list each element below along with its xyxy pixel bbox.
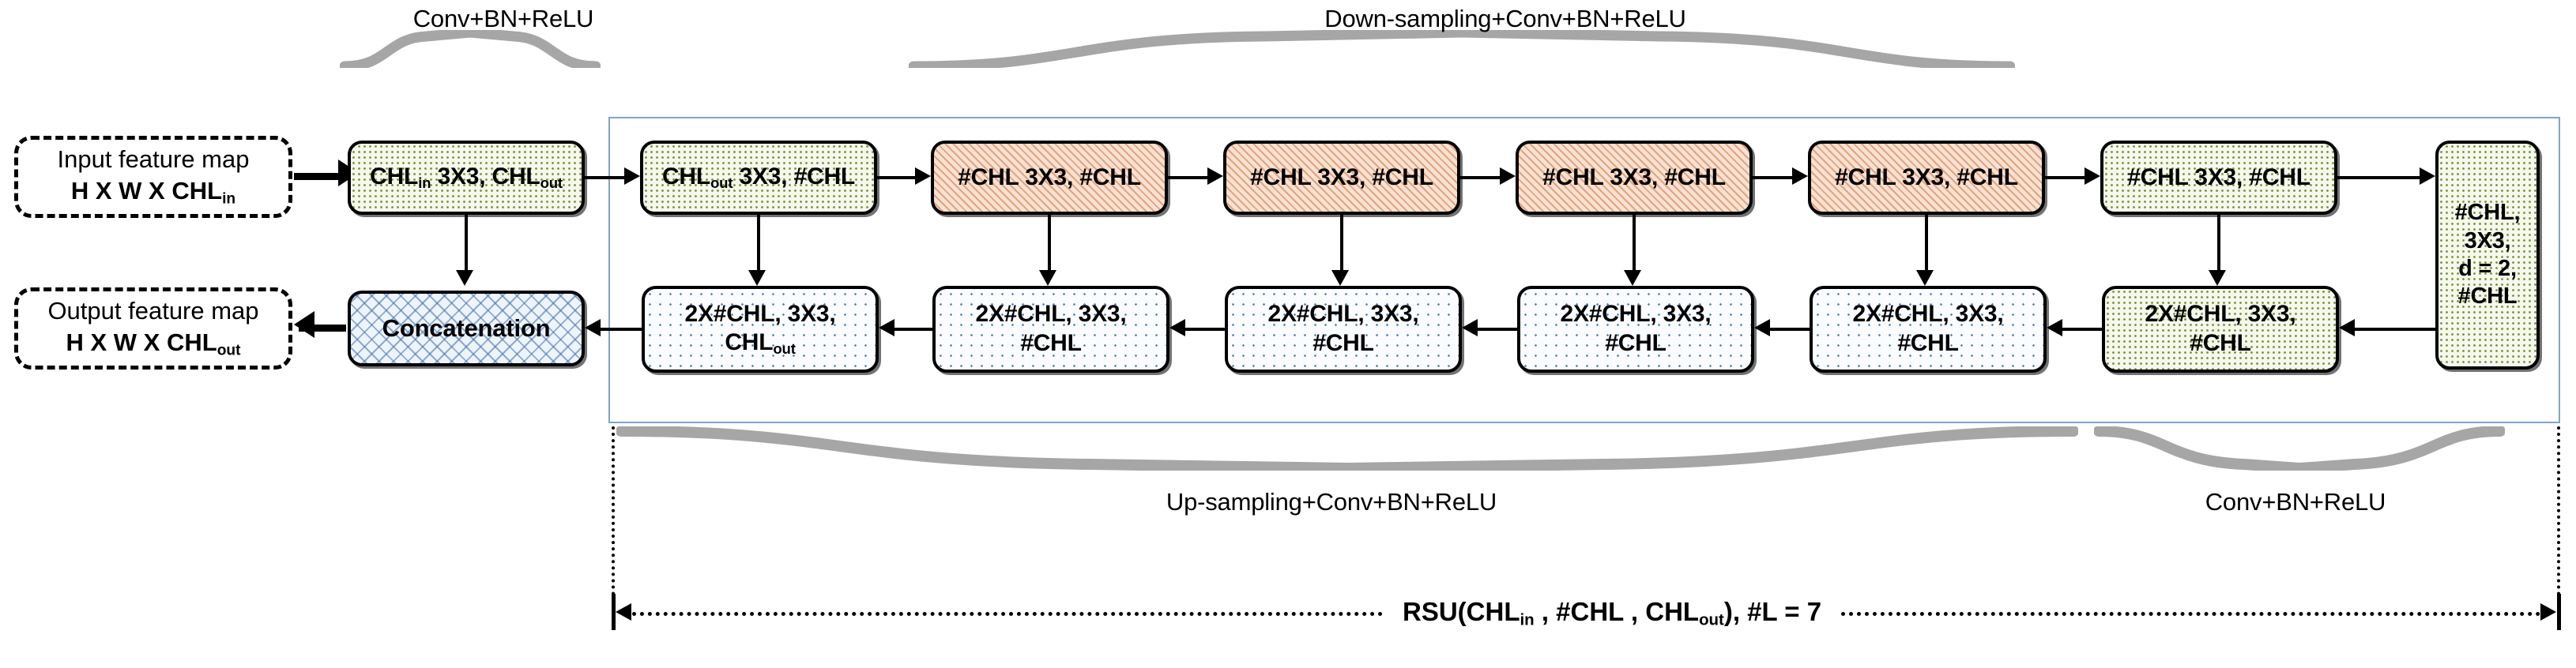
rsu-measure-arrow-right <box>2540 603 2556 621</box>
encoder-block-6: #CHL 3X3, #CHL <box>2100 141 2337 215</box>
arrowhead-enc2-to-dec1 <box>1039 270 1056 286</box>
arrowhead-enc3-to-dec2 <box>1331 270 1349 286</box>
rsu-measure-arrow-left <box>616 603 631 621</box>
decoder-block-1: 2X#CHL, 3X3,#CHL <box>932 286 1169 373</box>
arrowhead-enc5-to-enc6 <box>2085 167 2100 185</box>
input-label-line1: Input feature map <box>57 145 250 174</box>
encoder-block-5-label: #CHL 3X3, #CHL <box>1835 163 2018 190</box>
output-feature-map-box: Output feature map H X W X CHLout <box>14 287 292 370</box>
connector-enc5-to-dec4 <box>1925 215 1928 272</box>
rsu-panel-outline <box>608 117 2560 423</box>
arrowhead-enc2-to-enc3 <box>1207 167 1223 185</box>
decoder-block-2: 2X#CHL, 3X3,#CHL <box>1225 286 1462 373</box>
connector-enc1-to-dec0 <box>757 215 760 272</box>
rsu-measure-line-right <box>1841 612 2540 616</box>
connector-dec1-to-dec0 <box>893 328 932 331</box>
decoder-block-0: 2X#CHL, 3X3,CHLout <box>642 286 879 373</box>
arrowhead-enc5-to-dec4 <box>1916 270 1934 286</box>
brace-top-left <box>340 30 601 68</box>
brace-bottom-left <box>616 426 2078 471</box>
arrowhead-dec1-to-dec0 <box>879 319 894 336</box>
output-label-line2: H X W X CHLout <box>66 328 241 359</box>
connector-enc2-to-enc3 <box>1168 176 1209 179</box>
connector-enc3-to-dec2 <box>1340 215 1343 272</box>
brace-bottom-right <box>2094 426 2505 471</box>
rsu-measure-right-tick <box>2557 594 2561 630</box>
decoder-block-3: 2X#CHL, 3X3,#CHL <box>1517 286 1754 373</box>
arrowhead-dilated-to-dec5 <box>2339 319 2355 336</box>
decoder-block-0-label: 2X#CHL, 3X3,CHLout <box>684 300 836 358</box>
encoder-block-5: #CHL 3X3, #CHL <box>1808 141 2045 215</box>
arrowhead-dec3-to-dec2 <box>1462 319 1478 336</box>
connector-dec4-to-dec3 <box>1768 328 1810 331</box>
connector-dec3-to-dec2 <box>1476 328 1517 331</box>
encoder-block-2-label: #CHL 3X3, #CHL <box>958 163 1141 190</box>
arrowhead-enc0-to-concat <box>456 270 473 286</box>
connector-dec5-to-dec4 <box>2061 328 2102 331</box>
decoder-block-4: 2X#CHL, 3X3,#CHL <box>1810 286 2047 373</box>
arrowhead-enc3-to-enc4 <box>1500 167 1516 185</box>
connector-enc6-to-dilated <box>2337 176 2421 179</box>
arrowhead-enc1-to-dec0 <box>748 270 766 286</box>
encoder-block-1-label: CHLout 3X3, #CHL <box>661 163 856 192</box>
rsu-measure-left-guide <box>612 426 615 608</box>
connector-enc0-to-enc1 <box>585 176 626 179</box>
connector-concat-to-output <box>299 325 346 332</box>
decoder-block-2-label: 2X#CHL, 3X3,#CHL <box>1267 301 1419 356</box>
arrowhead-dec2-to-dec1 <box>1169 319 1185 336</box>
decoder-block-5-label: 2X#CHL, 3X3,#CHL <box>2145 301 2296 356</box>
connector-enc3-to-enc4 <box>1460 176 1501 179</box>
output-label-line1: Output feature map <box>47 297 259 325</box>
concatenation-label: Concatenation <box>382 314 551 343</box>
connector-enc4-to-enc5 <box>1753 176 1794 179</box>
arrowhead-dec4-to-dec3 <box>1754 319 1770 336</box>
rsu-caption: RSU(CHLin , #CHL , CHLout), #L = 7 <box>1403 597 1822 629</box>
arrowhead-dec5-to-dec4 <box>2047 319 2062 336</box>
arrowhead-enc1-to-enc2 <box>915 167 931 185</box>
connector-dec2-to-dec1 <box>1184 328 1225 331</box>
decoder-block-1-label: 2X#CHL, 3X3,#CHL <box>975 301 1127 356</box>
arrowhead-enc6-to-dec5 <box>2209 270 2226 286</box>
decoder-block-4-label: 2X#CHL, 3X3,#CHL <box>1852 301 2004 356</box>
caption-top-left: Conv+BN+ReLU <box>412 5 594 32</box>
encoder-block-2: #CHL 3X3, #CHL <box>931 141 1168 215</box>
arrowhead-concat-to-output <box>294 311 314 338</box>
caption-top-right: Down-sampling+Conv+BN+ReLU <box>1324 5 1686 32</box>
encoder-block-0: CHLin 3X3, CHLout <box>348 141 585 215</box>
arrowhead-dec0-to-concat <box>585 319 601 336</box>
caption-bottom-left: Up-sampling+Conv+BN+ReLU <box>1166 488 1497 516</box>
encoder-block-1: CHLout 3X3, #CHL <box>640 141 877 215</box>
arrowhead-enc4-to-dec3 <box>1624 270 1641 286</box>
connector-enc6-to-dec5 <box>2217 215 2220 272</box>
concatenation-box: Concatenation <box>348 291 585 366</box>
connector-enc1-to-enc2 <box>877 176 917 179</box>
connector-enc0-to-concat <box>465 215 468 272</box>
encoder-block-6-label: #CHL 3X3, #CHL <box>2127 163 2310 190</box>
input-feature-map-box: Input feature map H X W X CHLin <box>14 136 292 218</box>
encoder-block-4-label: #CHL 3X3, #CHL <box>1542 163 1726 190</box>
arrowhead-enc6-to-dilated <box>2420 167 2435 185</box>
rsu-measure-line-left <box>632 612 1383 616</box>
connector-input-to-enc0 <box>294 173 343 180</box>
dilated-conv-label: #CHL,3X3,d = 2,#CHL <box>2454 200 2521 310</box>
rsu-measure-right-guide <box>2557 426 2560 608</box>
connector-enc4-to-dec3 <box>1633 215 1636 272</box>
decoder-block-3-label: 2X#CHL, 3X3,#CHL <box>1560 301 1712 356</box>
arrowhead-enc0-to-enc1 <box>624 167 640 185</box>
encoder-block-4: #CHL 3X3, #CHL <box>1516 141 1753 215</box>
brace-top-right <box>909 30 2015 68</box>
input-label-line2: H X W X CHLin <box>70 177 236 208</box>
encoder-block-3-label: #CHL 3X3, #CHL <box>1250 163 1433 190</box>
arrowhead-enc4-to-enc5 <box>1792 167 1808 185</box>
dilated-conv-box: #CHL,3X3,d = 2,#CHL <box>2435 141 2540 370</box>
encoder-block-3: #CHL 3X3, #CHL <box>1223 141 1460 215</box>
caption-bottom-right: Conv+BN+ReLU <box>2205 488 2386 516</box>
decoder-block-5: 2X#CHL, 3X3,#CHL <box>2102 286 2339 373</box>
connector-dec0-to-concat <box>599 328 642 331</box>
connector-enc2-to-dec1 <box>1048 215 1051 272</box>
encoder-block-0-label: CHLin 3X3, CHLout <box>370 163 563 192</box>
connector-dilated-to-dec5 <box>2353 328 2435 331</box>
rsu-measure-left-tick <box>612 594 616 630</box>
connector-enc5-to-enc6 <box>2045 176 2086 179</box>
